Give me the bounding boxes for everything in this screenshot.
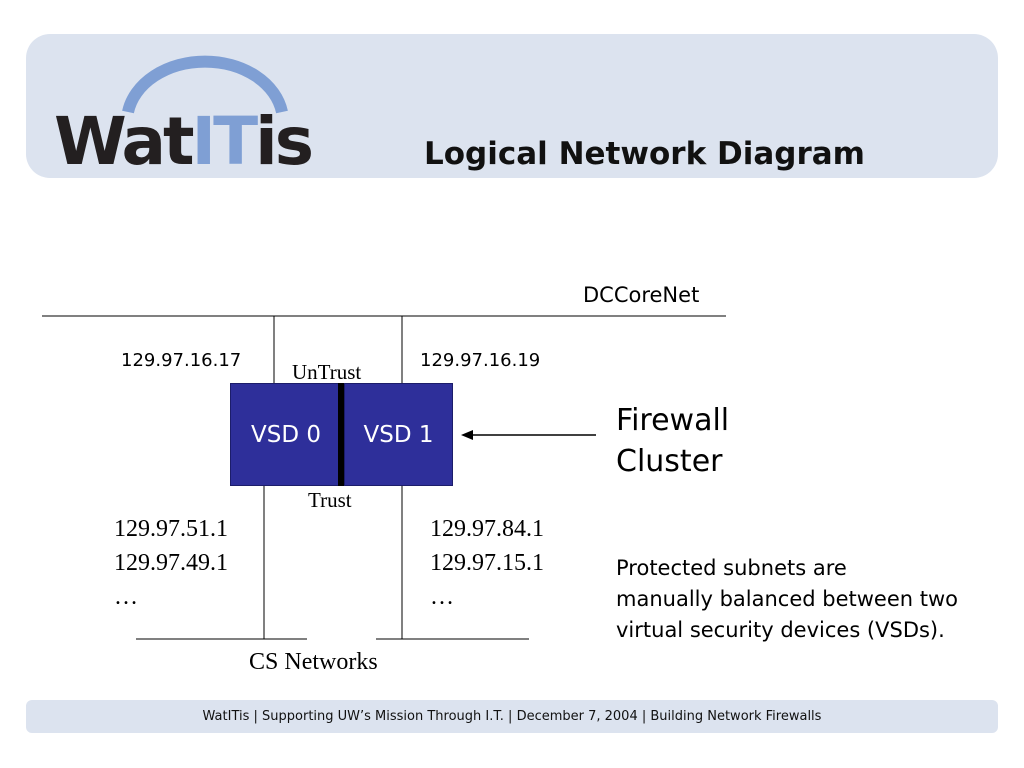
list-item: 129.97.15.1 [430, 550, 544, 576]
right-subnets: 129.97.84.1 129.97.15.1 … [430, 512, 544, 614]
ip-right-top: 129.97.16.19 [420, 350, 541, 371]
list-item: 129.97.51.1 [114, 516, 228, 542]
list-item: 129.97.49.1 [114, 550, 228, 576]
footer-text: WatITis | Supporting UW’s Mission Throug… [202, 709, 822, 724]
list-item: … [114, 584, 138, 610]
vsd-divider [338, 383, 345, 486]
list-item: 129.97.84.1 [430, 516, 544, 542]
note-line: manually balanced between two [616, 587, 959, 611]
firewall-label-line1: Firewall [616, 403, 730, 438]
firewall-cluster-label: Firewall Cluster [616, 400, 729, 482]
untrust-label: UnTrust [292, 360, 362, 384]
vsd1-box: VSD 1 [344, 383, 453, 486]
protected-subnets-note: Protected subnets are manually balanced … [616, 553, 958, 646]
watitis-logo: WatITis [54, 55, 315, 172]
list-item: … [430, 584, 454, 610]
note-line: virtual security devices (VSDs). [616, 618, 945, 642]
ip-left-top: 129.97.16.17 [121, 350, 242, 371]
note-line: Protected subnets are [616, 556, 847, 580]
firewall-label-line2: Cluster [616, 444, 723, 479]
left-subnets: 129.97.51.1 129.97.49.1 … [114, 512, 228, 614]
vsd0-box: VSD 0 [230, 383, 342, 486]
core-network-label: DCCoreNet [583, 283, 700, 307]
vsd1-label: VSD 1 [363, 421, 434, 448]
footer-bar: WatITis | Supporting UW’s Mission Throug… [26, 700, 998, 733]
vsd0-label: VSD 0 [251, 421, 321, 448]
cs-networks-label: CS Networks [249, 649, 378, 675]
page-title: Logical Network Diagram [424, 136, 865, 172]
svg-text:WatITis: WatITis [54, 103, 312, 172]
trust-label: Trust [308, 488, 352, 512]
